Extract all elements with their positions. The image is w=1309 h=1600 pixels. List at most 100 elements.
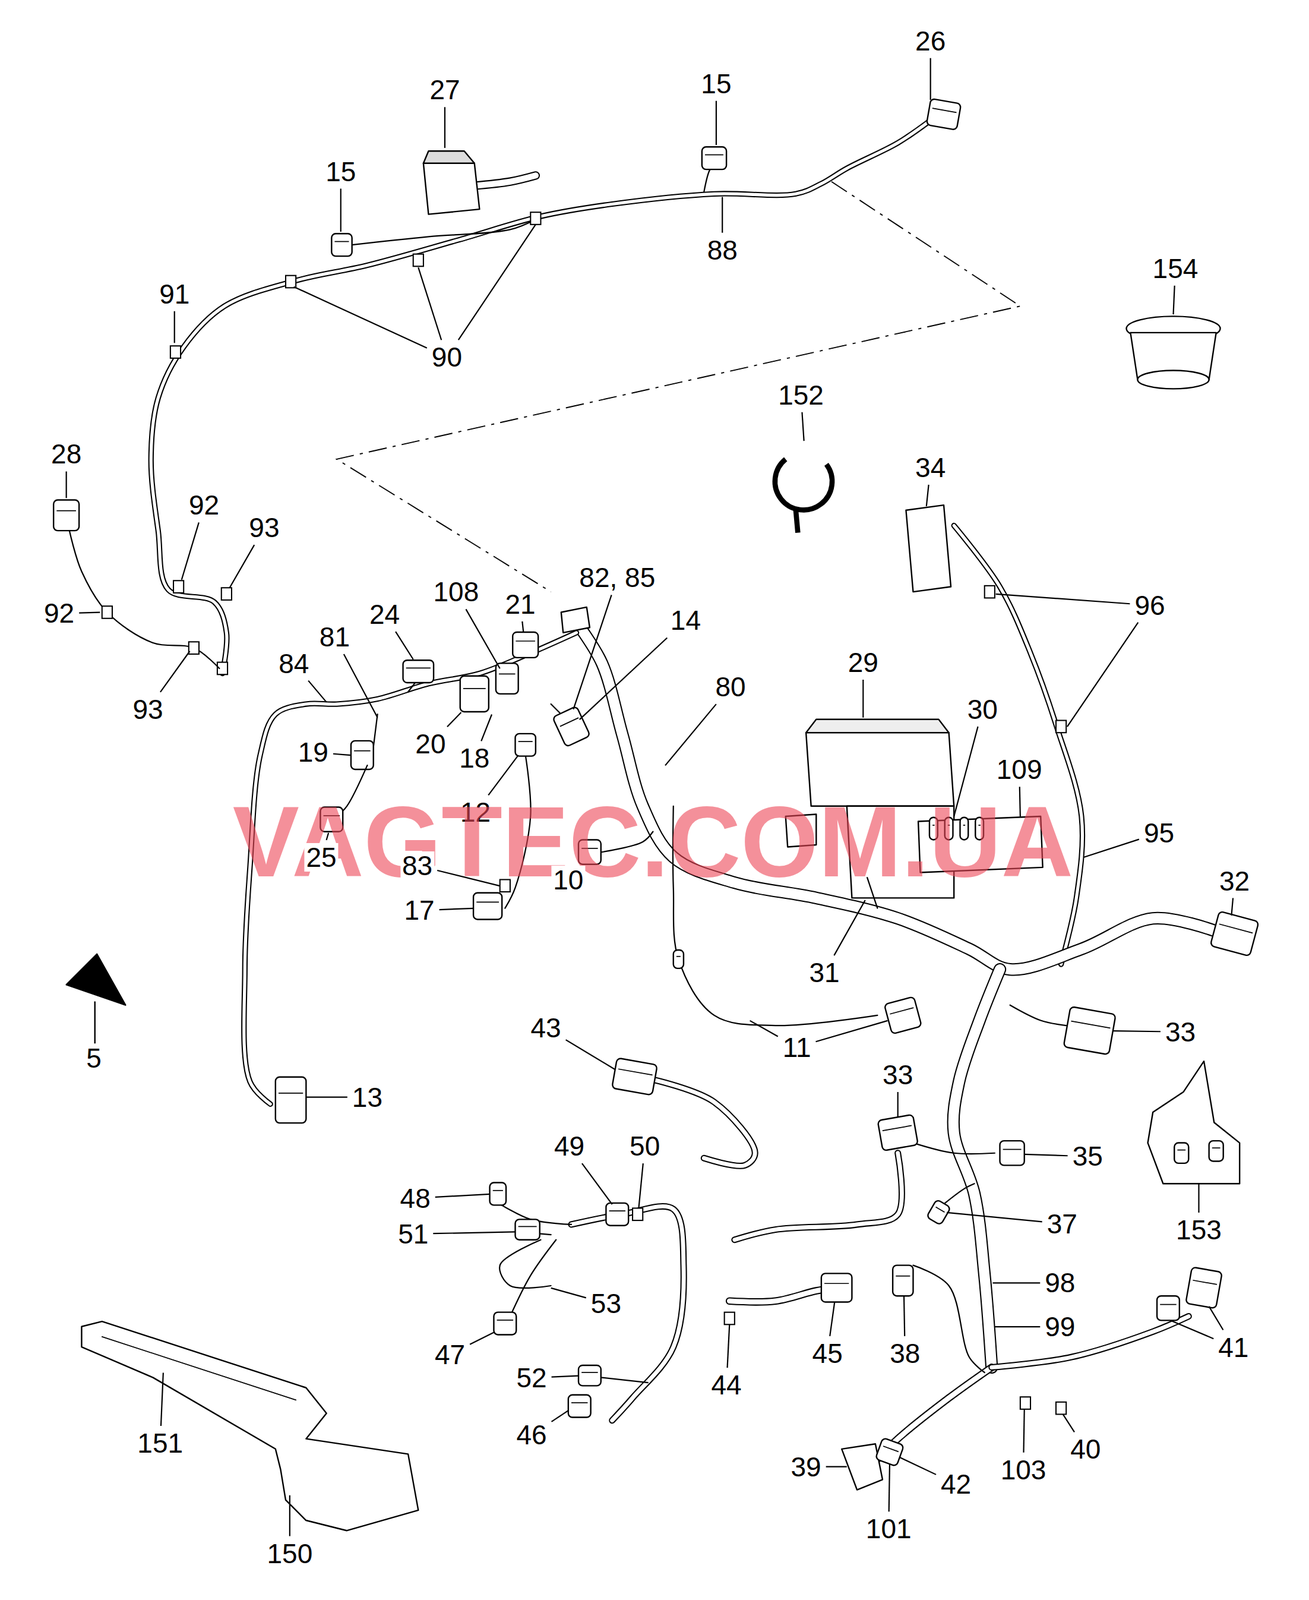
connector-detail [676, 955, 681, 957]
leader-line [444, 106, 446, 148]
leader-line [897, 1091, 899, 1118]
callout-number: 20 [413, 729, 448, 758]
wire [912, 1265, 985, 1372]
harness-fill [953, 969, 1000, 1368]
leader-line [551, 1409, 569, 1422]
callout-number: 29 [846, 647, 881, 677]
wire [94, 1001, 96, 1043]
connector [1210, 911, 1260, 957]
callout-number: 47 [432, 1339, 467, 1369]
wire [352, 219, 536, 245]
callout-number: 33 [880, 1060, 915, 1089]
connector [351, 740, 374, 770]
harness-outline [571, 1205, 684, 1420]
wire [912, 1142, 995, 1154]
harness-outline [150, 120, 931, 674]
leader-line [1063, 1414, 1075, 1432]
callout-number: 109 [994, 754, 1045, 784]
connector [493, 1311, 517, 1335]
callout-number: 96 [1132, 590, 1167, 620]
connector-detail [824, 1282, 849, 1284]
callout-number: 24 [367, 599, 402, 629]
connector-detail [497, 1319, 514, 1321]
callout-number: 81 [317, 622, 352, 651]
callout-number: 39 [789, 1452, 824, 1481]
leader-line [160, 650, 191, 692]
callout-number: 151 [135, 1428, 185, 1457]
harness-outline [953, 969, 1000, 1368]
connector-body [275, 1076, 307, 1123]
callout-number: 92 [42, 598, 77, 628]
leader-line [469, 1331, 495, 1345]
connector-body [552, 706, 591, 748]
leader-line [862, 679, 864, 718]
leader-line [78, 611, 100, 614]
leader-line [160, 1372, 164, 1427]
connector [53, 500, 79, 531]
connector-body [331, 233, 352, 256]
connector-detail [883, 1445, 899, 1451]
connector-detail [889, 1007, 914, 1014]
connector-detail [1219, 923, 1253, 933]
connector [460, 675, 489, 712]
callout-number: 51 [396, 1219, 430, 1248]
leader-line [418, 267, 442, 340]
callout-number: 50 [627, 1131, 662, 1160]
clip [724, 1311, 735, 1325]
connector-detail [406, 667, 431, 669]
callout-number: 49 [552, 1131, 587, 1160]
connector-detail [932, 108, 957, 113]
connector-body [515, 1218, 540, 1239]
leader-line [1083, 839, 1140, 858]
harness-fill [150, 120, 931, 674]
callout-number: 46 [514, 1420, 549, 1449]
leader-line [65, 470, 68, 498]
direction-arrow [66, 953, 126, 1005]
leader-line [992, 1281, 1040, 1283]
clip [173, 580, 184, 593]
callout-number: 52 [514, 1363, 549, 1392]
callout-number: 21 [503, 589, 538, 619]
connector-detail [560, 717, 579, 727]
callout-number: 92 [187, 490, 221, 520]
connector-detail [334, 241, 349, 243]
connector [605, 1202, 629, 1226]
clip [1020, 1396, 1031, 1409]
leader-line [1067, 622, 1138, 727]
callout-number: 150 [264, 1538, 315, 1568]
callout-number: 41 [1216, 1332, 1251, 1362]
connector [489, 1182, 507, 1206]
connector-body [1185, 1266, 1222, 1309]
connector-body [821, 1272, 853, 1302]
connector-body [473, 892, 502, 920]
leader-line [1197, 1183, 1200, 1213]
leader-line [889, 1462, 890, 1511]
leader-line [638, 1162, 643, 1209]
leader-line [522, 621, 524, 632]
connector [578, 1364, 602, 1386]
connector-body [568, 1394, 591, 1418]
callout-number: 98 [1042, 1268, 1077, 1297]
leader-line [582, 1162, 613, 1204]
connector [473, 892, 502, 920]
leader-line [665, 703, 717, 765]
connector-detail [704, 154, 724, 156]
connector-body [702, 146, 727, 170]
leader-line [926, 484, 929, 507]
callout-number: 45 [810, 1338, 845, 1368]
wire [602, 1377, 648, 1383]
leader-line [293, 286, 428, 349]
leader-line [721, 197, 723, 233]
leader-line [566, 1039, 616, 1070]
relay-block [423, 163, 480, 215]
leader-line [1023, 1408, 1024, 1452]
connector [1185, 1266, 1222, 1309]
connector-body [515, 733, 536, 757]
callout-number: 28 [49, 439, 84, 469]
leader-line [1231, 898, 1233, 916]
leader-line [1171, 1320, 1214, 1339]
callout-number: 19 [296, 737, 331, 767]
clip [413, 254, 424, 267]
clip [102, 605, 113, 619]
